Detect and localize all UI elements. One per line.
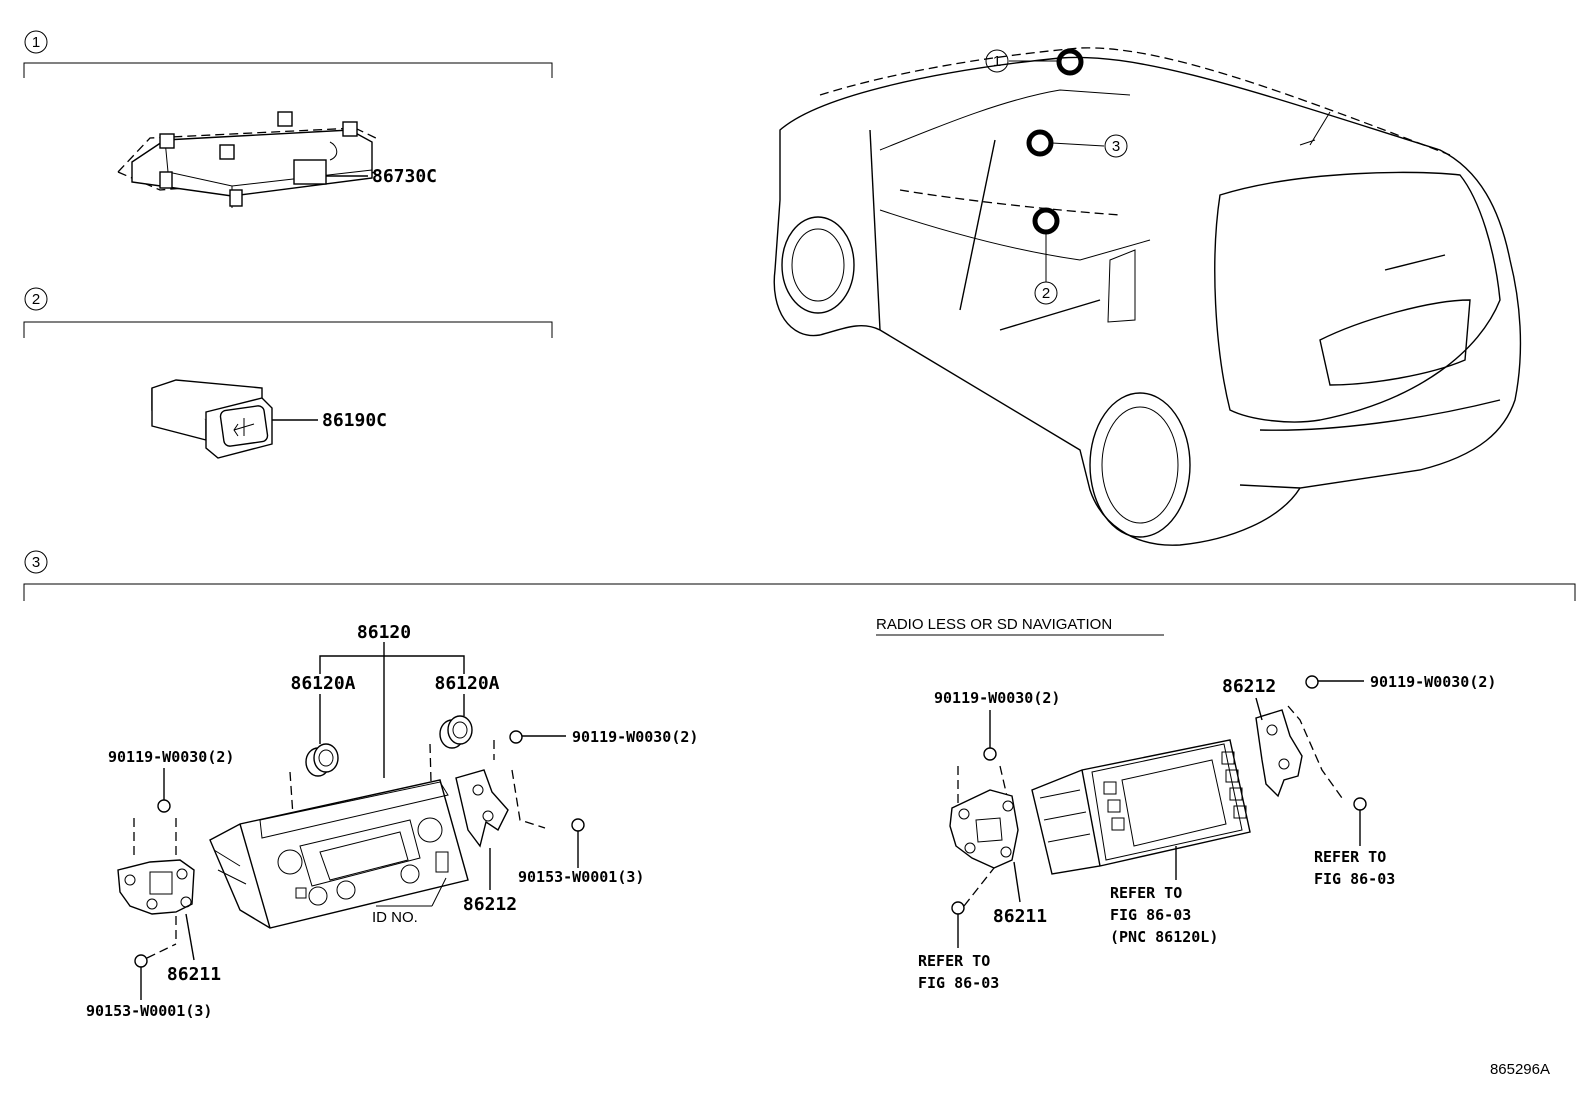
- label-bolt-90119-r1: 90119-W0030(2): [934, 689, 1060, 707]
- label-id-no: ID NO.: [372, 909, 418, 926]
- bracket-86211-left: [117, 859, 195, 915]
- refer-c-line1: REFER TO: [1110, 884, 1182, 902]
- screw-90153-mid: [571, 818, 585, 868]
- refer-c-line3: (PNC 86120L): [1110, 928, 1218, 946]
- knob-86120A-right: [429, 715, 473, 821]
- label-screw-90153-left: 90153-W0001(3): [86, 1002, 212, 1020]
- section-3-number: 3: [32, 554, 40, 571]
- label-86211-left: 86211: [167, 964, 221, 985]
- vehicle-illustration: [773, 47, 1522, 546]
- label-screw-90153-mid: 90153-W0001(3): [518, 868, 644, 886]
- section-3-header: 3: [23, 550, 1576, 601]
- screw-refer-r: [1353, 797, 1367, 846]
- figure-id: 865296A: [1490, 1061, 1550, 1078]
- label-bolt-90119-left: 90119-W0030(2): [108, 748, 234, 766]
- label-86120: 86120: [357, 622, 411, 643]
- label-86190C: 86190C: [322, 410, 387, 431]
- part-86190C-drawing: [151, 379, 318, 459]
- label-bolt-90119-r2: 90119-W0030(2): [1370, 673, 1496, 691]
- label-86212-left: 86212: [463, 894, 517, 915]
- radio-unit-86120: [209, 779, 469, 929]
- screw-90153-left: [134, 943, 177, 1000]
- section-1-header: 1: [23, 30, 553, 78]
- refer-r-line2: FIG 86-03: [1314, 870, 1395, 888]
- label-86120A-right: 86120A: [434, 673, 499, 694]
- radio-less-title: RADIO LESS OR SD NAVIGATION: [876, 616, 1112, 633]
- section-1-number: 1: [32, 34, 40, 51]
- label-86120A-left: 86120A: [290, 673, 355, 694]
- screw-refer-bl: [951, 867, 995, 948]
- refer-bl-line2: FIG 86-03: [918, 974, 999, 992]
- car-callout-2: 2: [1042, 285, 1050, 302]
- bracket-86212-left: [455, 740, 546, 848]
- label-86730C: 86730C: [372, 166, 437, 187]
- nav-unit: [1031, 739, 1251, 875]
- bracket-86212-right: [1255, 705, 1343, 799]
- bolt-90119-r2: [1305, 675, 1364, 689]
- label-86211-right: 86211: [993, 906, 1047, 927]
- refer-bl-line1: REFER TO: [918, 952, 990, 970]
- section-2-number: 2: [32, 291, 40, 308]
- car-callout-1: 1: [993, 53, 1001, 70]
- section-2-header: 2: [23, 287, 553, 338]
- part-86730C-drawing: [117, 111, 381, 208]
- bolt-90119-mid: [509, 730, 566, 744]
- label-86212-right: 86212: [1222, 676, 1276, 697]
- bracket-86211-right: [949, 789, 1019, 869]
- car-callout-3: 3: [1112, 138, 1120, 155]
- refer-c-line2: FIG 86-03: [1110, 906, 1191, 924]
- refer-r-line1: REFER TO: [1314, 848, 1386, 866]
- label-bolt-90119-mid: 90119-W0030(2): [572, 728, 698, 746]
